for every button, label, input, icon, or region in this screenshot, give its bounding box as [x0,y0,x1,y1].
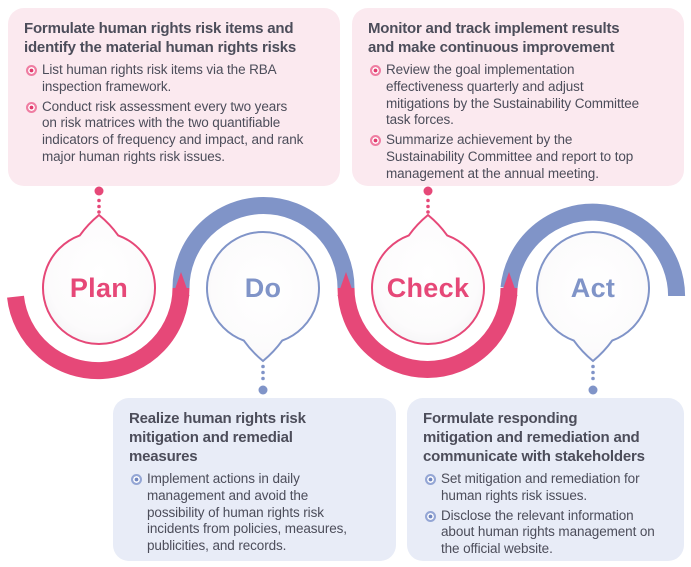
bullet-text: Conduct risk assessment every two years … [42,98,304,164]
act-box-bullets: Set mitigation and remediation for human… [422,471,674,558]
check-connector-dots [423,186,433,214]
target-bullet-icon [370,135,381,147]
act-connector-dots [588,364,598,395]
bullet-text: Disclose the relevant information about … [441,507,655,557]
check-box-bullets: Review the goal implementation effective… [367,62,674,182]
target-bullet-icon [425,474,436,486]
bullet-text: List human rights risk items via the RBA… [42,62,277,94]
plan-connector-dots [94,186,104,214]
do-box-bullets: Implement actions in daily management an… [128,471,386,555]
target-bullet-icon [26,65,37,77]
check-balloon [371,213,485,345]
do-connector-dots [258,364,268,395]
arrowhead-plan-do [172,272,190,296]
act-box-title: Formulate responding mitigation and reme… [423,410,645,466]
arc-over-do [172,197,355,289]
act-balloon [536,231,650,363]
act-box: Formulate responding mitigation and reme… [407,398,684,561]
target-bullet-icon [370,65,381,77]
list-item: Implement actions in daily management an… [131,471,386,555]
bullet-text: Set mitigation and remediation for human… [441,471,640,503]
bullet-text: Review the goal implementation effective… [386,62,640,128]
do-step-label: Do [244,273,282,303]
target-bullet-icon [26,101,37,113]
bullet-text: Implement actions in daily management an… [147,471,347,554]
bullet-text: Summarize achievement by the Sustainabil… [386,132,634,181]
list-item: Set mitigation and remediation for human… [425,471,674,504]
list-item: List human rights risk items via the RBA… [26,62,330,95]
list-item: Disclose the relevant information about … [425,508,674,558]
list-item: Conduct risk assessment every two years … [26,99,330,166]
list-item: Summarize achievement by the Sustainabil… [370,132,674,182]
plan-box-title: Formulate human rights risk items and id… [24,20,297,57]
list-item: Review the goal implementation effective… [370,62,674,129]
plan-balloon [42,213,156,345]
check-step-label: Check [386,273,470,303]
plan-step-label: Plan [69,273,129,303]
act-step-label: Act [570,273,616,303]
plan-box-bullets: List human rights risk items via the RBA… [23,62,330,165]
target-bullet-icon [131,474,142,486]
arrowhead-check-act [500,272,518,296]
arc-over-act [500,203,686,297]
arc-under-check [337,287,518,378]
check-box: Monitor and track implement results and … [352,8,684,186]
target-bullet-icon [425,510,436,522]
do-balloon [206,231,320,363]
arrowhead-do-check [337,272,355,296]
do-box-title: Realize human rights risk mitigation and… [129,410,306,466]
plan-box: Formulate human rights risk items and id… [8,8,340,186]
do-box: Realize human rights risk mitigation and… [113,398,396,561]
check-box-title: Monitor and track implement results and … [368,20,620,57]
arc-under-plan [7,287,190,380]
